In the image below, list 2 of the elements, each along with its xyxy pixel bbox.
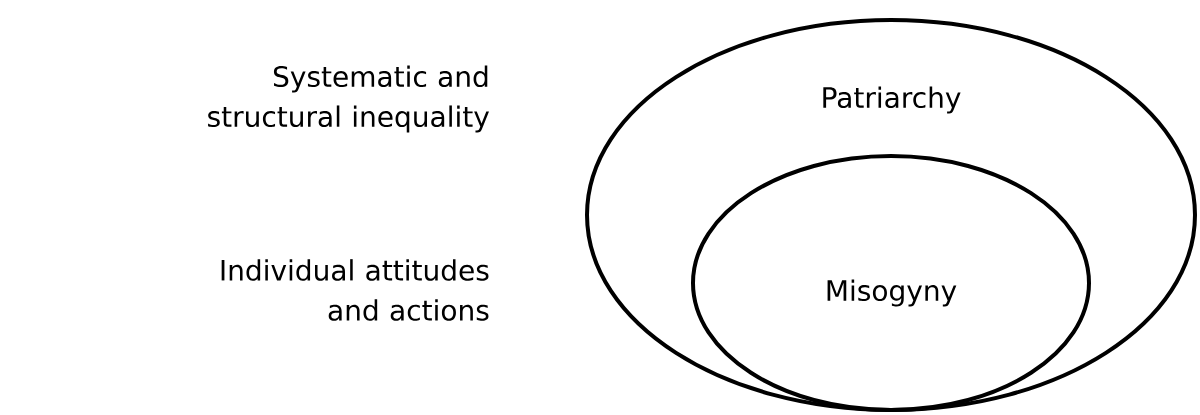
side-label: Systematic and structural inequality — [208, 65, 489, 133]
side-label: Individual attitudes and actions — [221, 259, 489, 321]
